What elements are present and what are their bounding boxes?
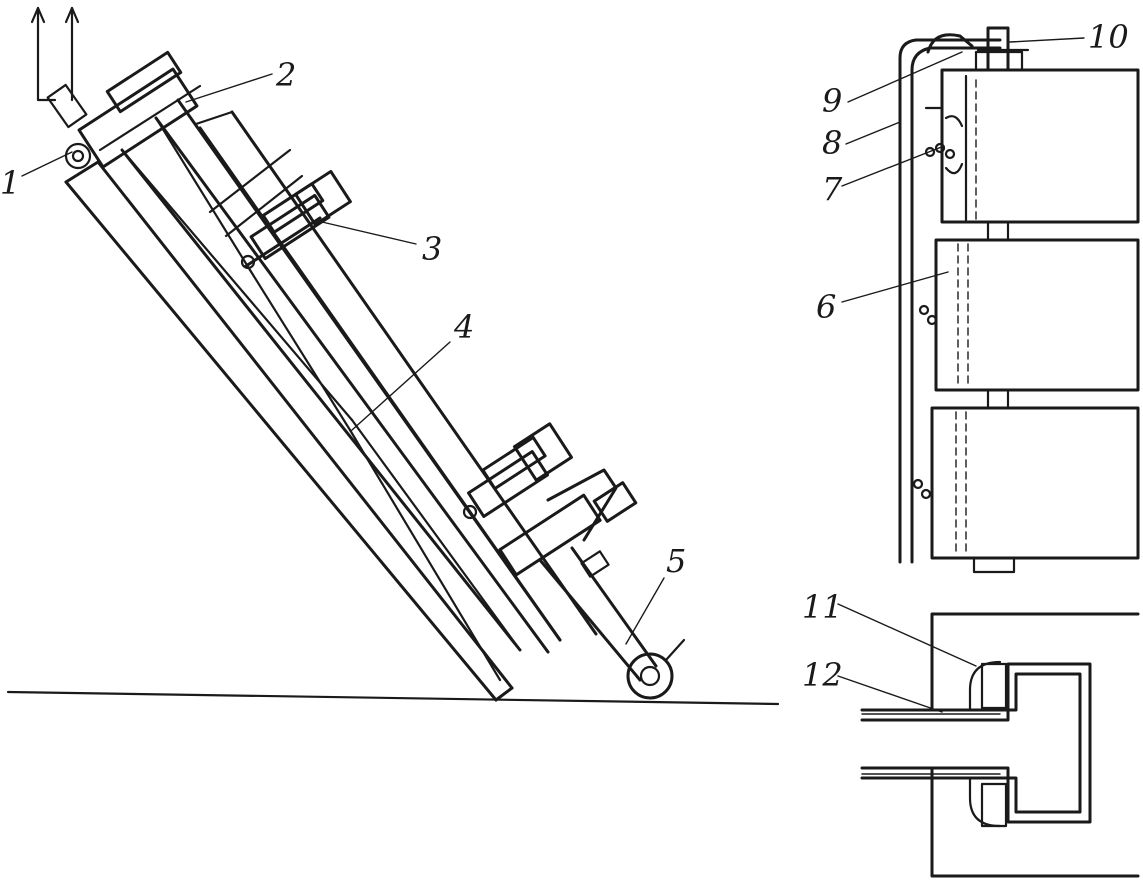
label-3: 3: [422, 230, 442, 268]
label-4: 4: [453, 308, 474, 346]
ground-line: [6, 690, 780, 706]
panel-1: [940, 68, 1140, 224]
leader-5: [625, 577, 665, 645]
leader-3: [321, 221, 417, 245]
pivot-1: [64, 142, 92, 170]
label-9: 9: [822, 82, 842, 120]
leader-12: [837, 675, 943, 713]
label-11: 11: [802, 588, 843, 626]
leader-10: [1009, 37, 1085, 43]
diagonal-bracing: [120, 116, 522, 682]
label-10: 10: [1088, 18, 1129, 56]
leader-6: [841, 271, 949, 303]
seal-lower: [980, 782, 1008, 828]
bolt-assembly-lower: [462, 422, 574, 520]
seal-section: [860, 612, 1140, 878]
leader-7: [841, 145, 945, 187]
leader-1: [21, 151, 73, 177]
label-2: 2: [275, 56, 296, 94]
leader-9: [847, 51, 963, 103]
seal-upper: [980, 662, 1008, 710]
panel-2: [934, 238, 1140, 392]
panel-3: [930, 406, 1140, 560]
leader-2: [185, 73, 273, 103]
label-12: 12: [802, 656, 843, 694]
leader-lines: [21, 37, 1085, 713]
leader-8: [845, 121, 901, 145]
bolt-assembly-3: [240, 169, 352, 270]
guide-tube: [194, 110, 598, 642]
labels: 1 2 3 4 5 6 7 8 9 10 11 12: [0, 18, 1129, 694]
lower-bracket-5: [498, 468, 686, 700]
label-8: 8: [822, 124, 842, 162]
label-6: 6: [816, 288, 836, 326]
panel-detail: [898, 26, 1140, 574]
label-7: 7: [822, 170, 843, 208]
top-clamp: [64, 50, 202, 170]
label-1: 1: [0, 164, 20, 202]
tilted-assembly: [6, 6, 780, 706]
label-5: 5: [666, 542, 686, 580]
leader-11: [837, 603, 977, 667]
outer-frame: [64, 98, 562, 702]
leader-4: [351, 341, 451, 431]
wheel: [626, 652, 674, 700]
lifting-hook: [30, 6, 88, 129]
